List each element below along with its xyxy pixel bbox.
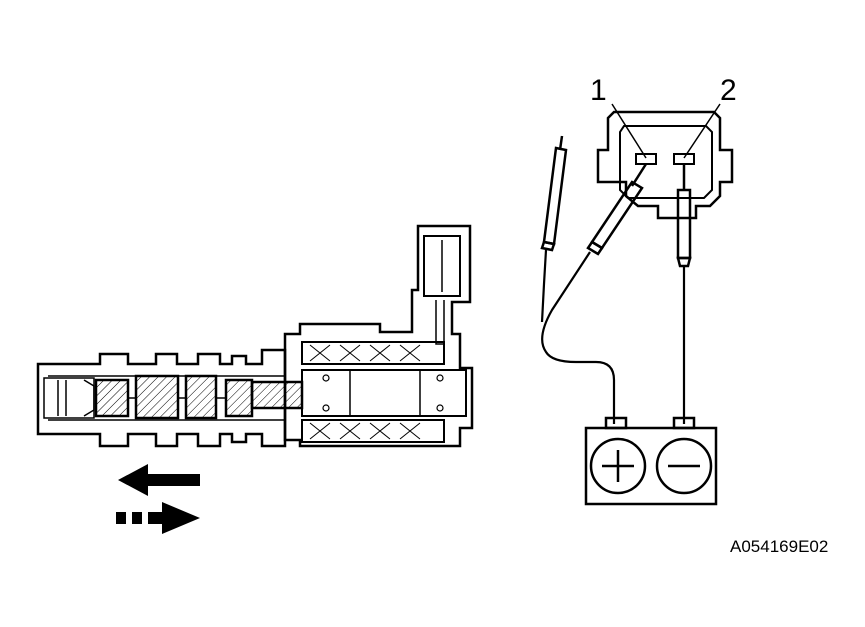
test-probe-plus bbox=[540, 135, 648, 256]
pin-label-1: 1 bbox=[590, 74, 607, 107]
pin-label-2: 2 bbox=[720, 74, 737, 107]
spool-land-4 bbox=[224, 378, 254, 418]
leader-line-1 bbox=[611, 103, 647, 159]
spool-rod bbox=[250, 380, 304, 410]
test-probe-minus bbox=[676, 164, 692, 268]
battery-terminal-positive bbox=[604, 416, 628, 430]
battery-terminal-negative bbox=[672, 416, 696, 430]
spool-land-3 bbox=[184, 374, 218, 420]
solenoid-coil-lower bbox=[301, 419, 445, 443]
oil-control-valve bbox=[36, 224, 474, 448]
battery-negative-symbol bbox=[655, 437, 713, 495]
test-wires bbox=[540, 249, 686, 424]
arrow-left-icon bbox=[118, 464, 200, 496]
spool-land-2 bbox=[134, 374, 180, 420]
valve-flange bbox=[283, 224, 474, 448]
arrow-right-dashed-icon bbox=[116, 502, 200, 534]
battery bbox=[584, 416, 718, 506]
connector-terminal-1 bbox=[635, 153, 657, 165]
battery-positive-symbol bbox=[589, 437, 647, 495]
leader-line-2 bbox=[683, 103, 721, 159]
connector-terminal-2 bbox=[673, 153, 695, 165]
figure-code: A054169E02 bbox=[730, 537, 828, 556]
solenoid-coil-upper bbox=[301, 341, 445, 365]
solenoid-plunger bbox=[301, 369, 467, 417]
valve-sleeve bbox=[36, 348, 287, 448]
spool-land-1 bbox=[94, 378, 130, 418]
